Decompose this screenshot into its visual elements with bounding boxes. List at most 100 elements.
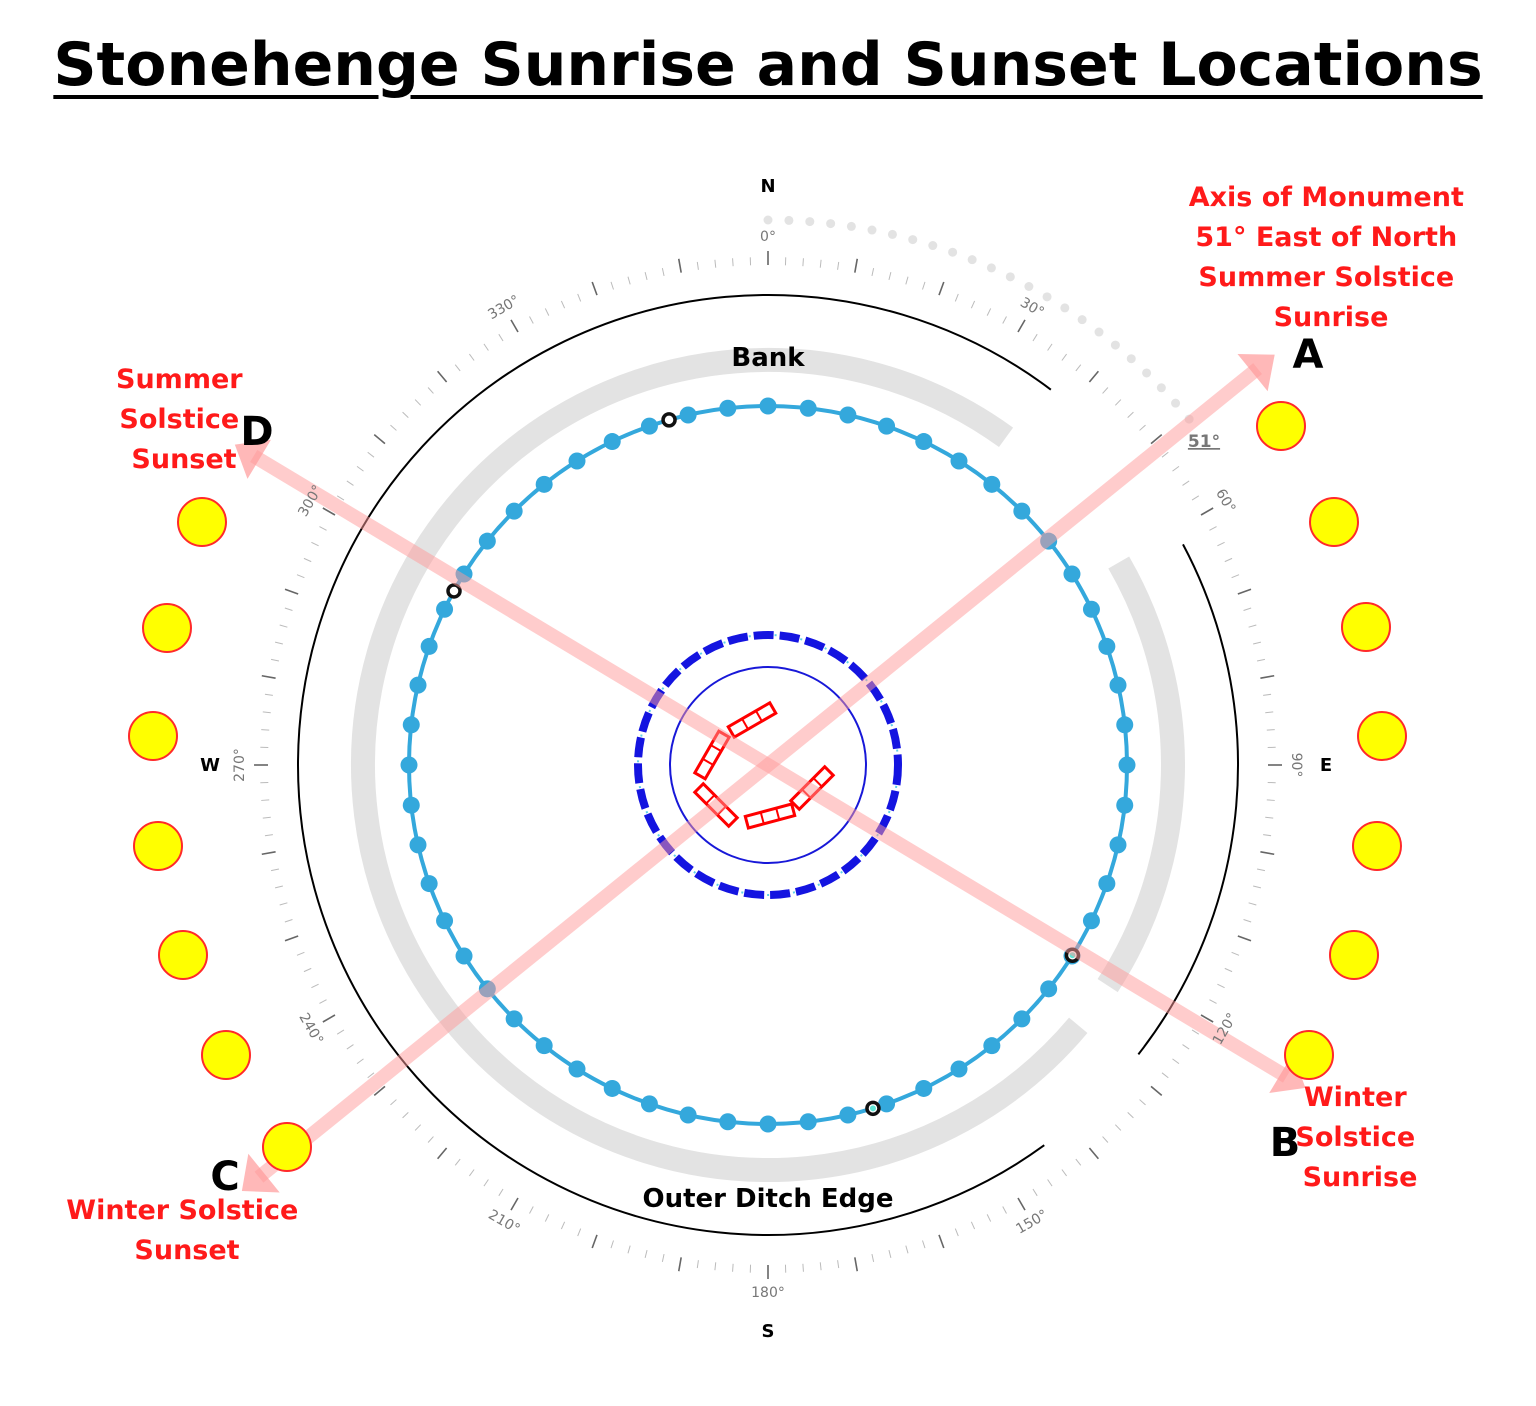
axis-c-label: Winter Solstice Sunset bbox=[66, 1195, 307, 1266]
compass-tick bbox=[367, 1072, 375, 1079]
aubrey-hole bbox=[878, 1095, 896, 1113]
axis-b-line-2: Solstice bbox=[1295, 1122, 1415, 1153]
compass-tick-ring bbox=[254, 251, 1282, 1279]
degree-label: 210° bbox=[485, 1207, 522, 1238]
compass-tick bbox=[714, 259, 717, 268]
compass-tick bbox=[1265, 816, 1274, 819]
sun-icon bbox=[133, 821, 183, 871]
compass-tick bbox=[854, 258, 859, 273]
compass-tick bbox=[284, 607, 293, 611]
aubrey-hole bbox=[409, 676, 427, 694]
compass-tick bbox=[1266, 799, 1275, 801]
compass-tick bbox=[270, 658, 280, 662]
compass-tick bbox=[336, 495, 345, 501]
compass-tick bbox=[356, 466, 364, 472]
compass-tick bbox=[610, 281, 614, 290]
aubrey-hole bbox=[915, 433, 933, 451]
aubrey-hole bbox=[950, 452, 968, 470]
degree-label: 0° bbox=[760, 229, 776, 245]
arc-dot bbox=[867, 225, 877, 235]
aubrey-hole bbox=[1116, 716, 1134, 734]
arc-dot bbox=[948, 247, 958, 257]
compass-tick bbox=[261, 851, 276, 856]
compass-tick bbox=[1182, 1044, 1190, 1050]
compass-tick bbox=[1256, 868, 1266, 872]
compass-tick bbox=[922, 1240, 926, 1249]
compass-tick bbox=[1248, 902, 1257, 906]
compass-tick bbox=[1088, 1147, 1100, 1160]
compass-tick bbox=[454, 1158, 461, 1166]
aubrey-hole bbox=[1082, 912, 1100, 930]
axis-a-line-3: Summer Solstice bbox=[1198, 262, 1454, 293]
compass-tick bbox=[296, 951, 305, 956]
arc-dot bbox=[1024, 281, 1034, 291]
sun-icon bbox=[1352, 821, 1402, 871]
compass-tick bbox=[802, 1263, 804, 1272]
arc-dot bbox=[784, 215, 794, 225]
axis-angle-label: 51° bbox=[1188, 432, 1220, 452]
compass-tick bbox=[1256, 658, 1266, 662]
aubrey-hole bbox=[402, 716, 420, 734]
aubrey-hole bbox=[759, 397, 777, 415]
compass-tick bbox=[264, 693, 273, 696]
compass-tick bbox=[336, 1029, 345, 1035]
compass-tick bbox=[1209, 999, 1217, 1004]
compass-tick bbox=[319, 526, 327, 531]
compass-tick bbox=[1139, 424, 1146, 431]
compass-tick bbox=[644, 271, 648, 280]
compass-tick bbox=[1200, 1014, 1214, 1023]
compass-tick bbox=[954, 293, 959, 302]
aubrey-hole bbox=[1116, 796, 1134, 814]
arc-dot bbox=[887, 229, 897, 239]
trilithon-1 bbox=[726, 700, 778, 740]
compass-tick bbox=[1260, 851, 1275, 856]
aubrey-hole bbox=[420, 637, 438, 655]
outer-ditch-edge-arc-small bbox=[1137, 543, 1239, 1055]
compass-tick bbox=[262, 816, 271, 819]
arc-dot bbox=[1094, 327, 1104, 337]
compass-tick bbox=[1061, 1169, 1067, 1177]
aubrey-hole bbox=[1109, 676, 1127, 694]
compass-tick bbox=[1191, 495, 1200, 501]
compass-tick bbox=[1150, 1085, 1163, 1097]
compass-tick bbox=[714, 1262, 717, 1271]
compass-tick bbox=[544, 308, 550, 316]
arc-dot bbox=[986, 263, 996, 273]
axis-b-label: Winter Solstice Sunrise bbox=[1295, 1082, 1424, 1193]
aubrey-hole bbox=[1063, 565, 1081, 583]
compass-tick bbox=[1102, 1136, 1109, 1143]
aubrey-hole bbox=[1109, 836, 1127, 854]
compass-tick bbox=[986, 1214, 992, 1222]
aubrey-hole bbox=[603, 1079, 621, 1097]
compass-tick bbox=[454, 364, 461, 372]
compass-tick bbox=[1191, 1029, 1200, 1035]
aubrey-hole bbox=[1098, 875, 1116, 893]
compass-tick bbox=[954, 1228, 959, 1237]
axis-d-line-3: Sunset bbox=[131, 444, 236, 475]
aubrey-hole bbox=[535, 1037, 553, 1055]
compass-tick bbox=[279, 624, 288, 628]
axis-arrowhead-c bbox=[241, 1153, 280, 1193]
aubrey-hole bbox=[1098, 637, 1116, 655]
aubrey-hole bbox=[640, 417, 658, 435]
compass-tick bbox=[427, 1136, 434, 1143]
compass-tick bbox=[469, 1169, 475, 1177]
compass-tick bbox=[262, 711, 271, 714]
compass-tick bbox=[1217, 983, 1225, 989]
compass-tick bbox=[1161, 1072, 1169, 1079]
compass-tick bbox=[373, 1085, 386, 1097]
aubrey-hole bbox=[505, 502, 523, 520]
aubrey-hole bbox=[409, 836, 427, 854]
aubrey-hole bbox=[719, 399, 737, 417]
compass-tick bbox=[322, 507, 336, 516]
axis-line-d bbox=[250, 449, 772, 772]
compass-tick bbox=[1248, 624, 1257, 628]
degree-label: 90° bbox=[1288, 753, 1304, 778]
compass-tick bbox=[498, 333, 504, 342]
compass-tick bbox=[1266, 729, 1275, 731]
compass-tick bbox=[284, 919, 293, 923]
compass-tick bbox=[1002, 316, 1007, 324]
compass-tick bbox=[819, 259, 822, 268]
compass-tick bbox=[1127, 411, 1134, 419]
compass-tick bbox=[970, 300, 976, 309]
